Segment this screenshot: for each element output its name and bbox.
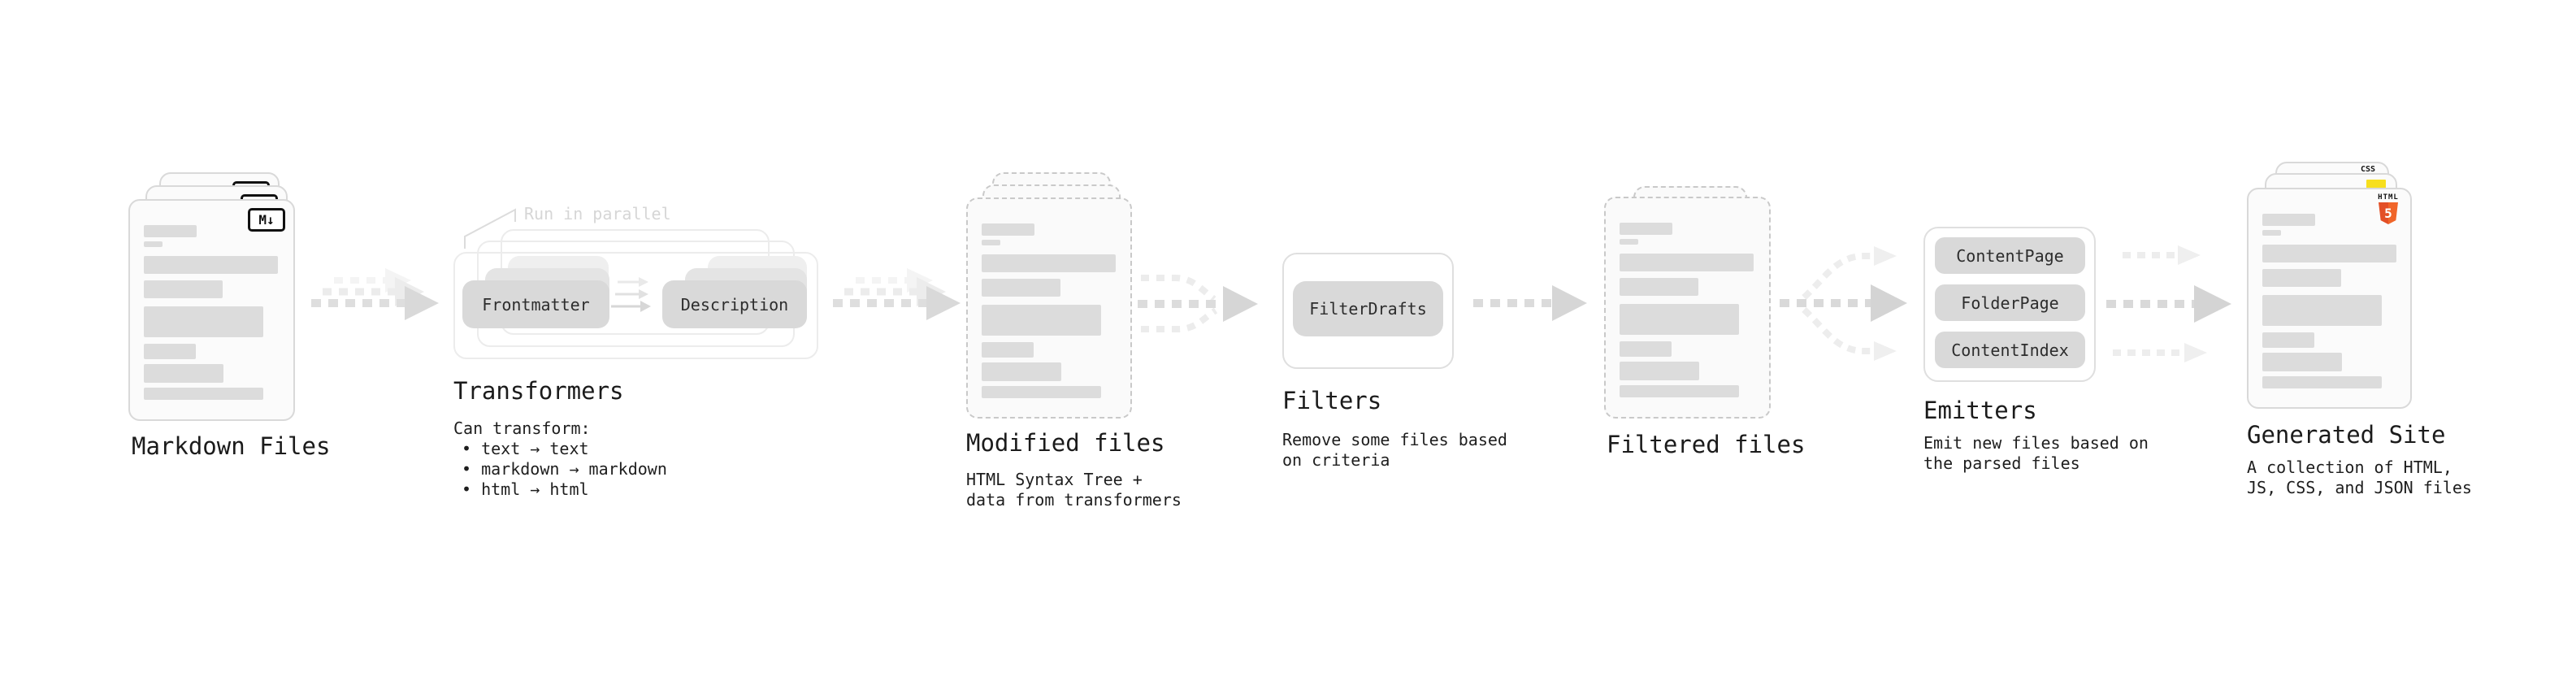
skeleton-bar bbox=[982, 223, 1034, 236]
skeleton-bar bbox=[982, 254, 1116, 272]
skeleton-bar bbox=[982, 240, 1000, 245]
skeleton-bar bbox=[2262, 332, 2314, 348]
modified-files-desc: HTML Syntax Tree + bbox=[966, 470, 1143, 489]
skeleton-bar bbox=[1620, 278, 1698, 296]
modified-file-card-front bbox=[966, 197, 1132, 419]
run-in-parallel-leader-line bbox=[464, 208, 516, 249]
skeleton-bar bbox=[2262, 269, 2341, 287]
contentindex-pill: ContentIndex bbox=[1935, 332, 2085, 368]
filters-desc: Remove some files based bbox=[1282, 430, 1507, 449]
frontmatter-pill: Frontmatter bbox=[462, 280, 609, 328]
modified-files-label: Modified files bbox=[966, 429, 1165, 457]
emitters-heading: Emitters bbox=[1923, 397, 2037, 424]
skeleton-bar bbox=[982, 279, 1060, 297]
transformers-desc-title: Can transform: bbox=[453, 419, 591, 438]
transformers-bullet: • text → text bbox=[462, 439, 589, 458]
markdown-icon: M↓ bbox=[248, 208, 285, 232]
skeleton-bar bbox=[982, 305, 1101, 336]
transformer-parallel-arrows bbox=[611, 277, 651, 312]
generated-site-desc: A collection of HTML, bbox=[2247, 458, 2452, 477]
emitters-desc: Emit new files based on bbox=[1923, 433, 2149, 453]
skeleton-bar bbox=[144, 388, 263, 400]
site-file-card-front: HTML 5 bbox=[2247, 188, 2412, 409]
filtered-file-card-front bbox=[1604, 197, 1771, 419]
transformers-bullet: • html → html bbox=[462, 479, 589, 499]
skeleton-bar bbox=[1620, 341, 1672, 357]
skeleton-bar bbox=[982, 342, 1034, 358]
generated-site-label: Generated Site bbox=[2247, 421, 2446, 449]
run-in-parallel-note: Run in parallel bbox=[524, 204, 671, 223]
javascript-icon bbox=[2366, 180, 2386, 189]
generated-site-desc: JS, CSS, and JSON files bbox=[2247, 478, 2472, 497]
skeleton-bar bbox=[2262, 245, 2396, 262]
skeleton-bar bbox=[982, 362, 1061, 381]
skeleton-bar bbox=[2262, 295, 2382, 326]
skeleton-bar bbox=[1620, 362, 1699, 380]
skeleton-bar bbox=[982, 386, 1101, 398]
emitters-desc: the parsed files bbox=[1923, 453, 2080, 473]
skeleton-bar bbox=[2262, 353, 2342, 371]
skeleton-bar bbox=[144, 344, 196, 359]
skeleton-bar bbox=[1620, 239, 1638, 245]
transformers-bullet: • markdown → markdown bbox=[462, 459, 667, 479]
arrow-filters-to-filtered bbox=[1473, 285, 1587, 321]
arrow-markdown-to-transformers bbox=[311, 268, 439, 320]
filterdrafts-pill: FilterDrafts bbox=[1293, 281, 1443, 336]
skeleton-bar bbox=[1620, 223, 1672, 235]
arrow-filtered-to-emitters bbox=[1780, 246, 1907, 361]
skeleton-bar bbox=[2262, 376, 2382, 388]
skeleton-bar bbox=[144, 241, 163, 247]
arrow-modified-to-filters bbox=[1138, 275, 1258, 332]
skeleton-bar bbox=[2262, 230, 2281, 236]
skeleton-bar bbox=[1620, 254, 1754, 271]
skeleton-bar bbox=[144, 256, 278, 274]
markdown-files-label: Markdown Files bbox=[132, 432, 331, 460]
skeleton-bar bbox=[144, 306, 263, 337]
modified-files-desc: data from transformers bbox=[966, 490, 1182, 510]
skeleton-bar bbox=[144, 364, 223, 383]
filtered-files-label: Filtered files bbox=[1607, 431, 1806, 458]
skeleton-bar bbox=[1620, 304, 1739, 335]
arrow-transformers-to-modified bbox=[833, 268, 961, 320]
skeleton-bar bbox=[144, 280, 223, 298]
markdown-file-card-front: M↓ bbox=[128, 199, 295, 421]
skeleton-bar bbox=[1620, 385, 1739, 397]
skeleton-bar bbox=[2262, 214, 2315, 226]
contentpage-pill: ContentPage bbox=[1935, 237, 2085, 274]
description-pill: Description bbox=[662, 280, 807, 328]
filters-heading: Filters bbox=[1282, 387, 1382, 414]
html5-icon: HTML 5 bbox=[2374, 193, 2402, 224]
transformers-heading: Transformers bbox=[453, 377, 624, 405]
filters-desc: on criteria bbox=[1282, 450, 1390, 470]
transformer-container-front bbox=[453, 252, 818, 359]
arrow-emitters-to-site bbox=[2106, 245, 2231, 362]
skeleton-bar bbox=[144, 225, 197, 237]
folderpage-pill: FolderPage bbox=[1935, 284, 2085, 321]
